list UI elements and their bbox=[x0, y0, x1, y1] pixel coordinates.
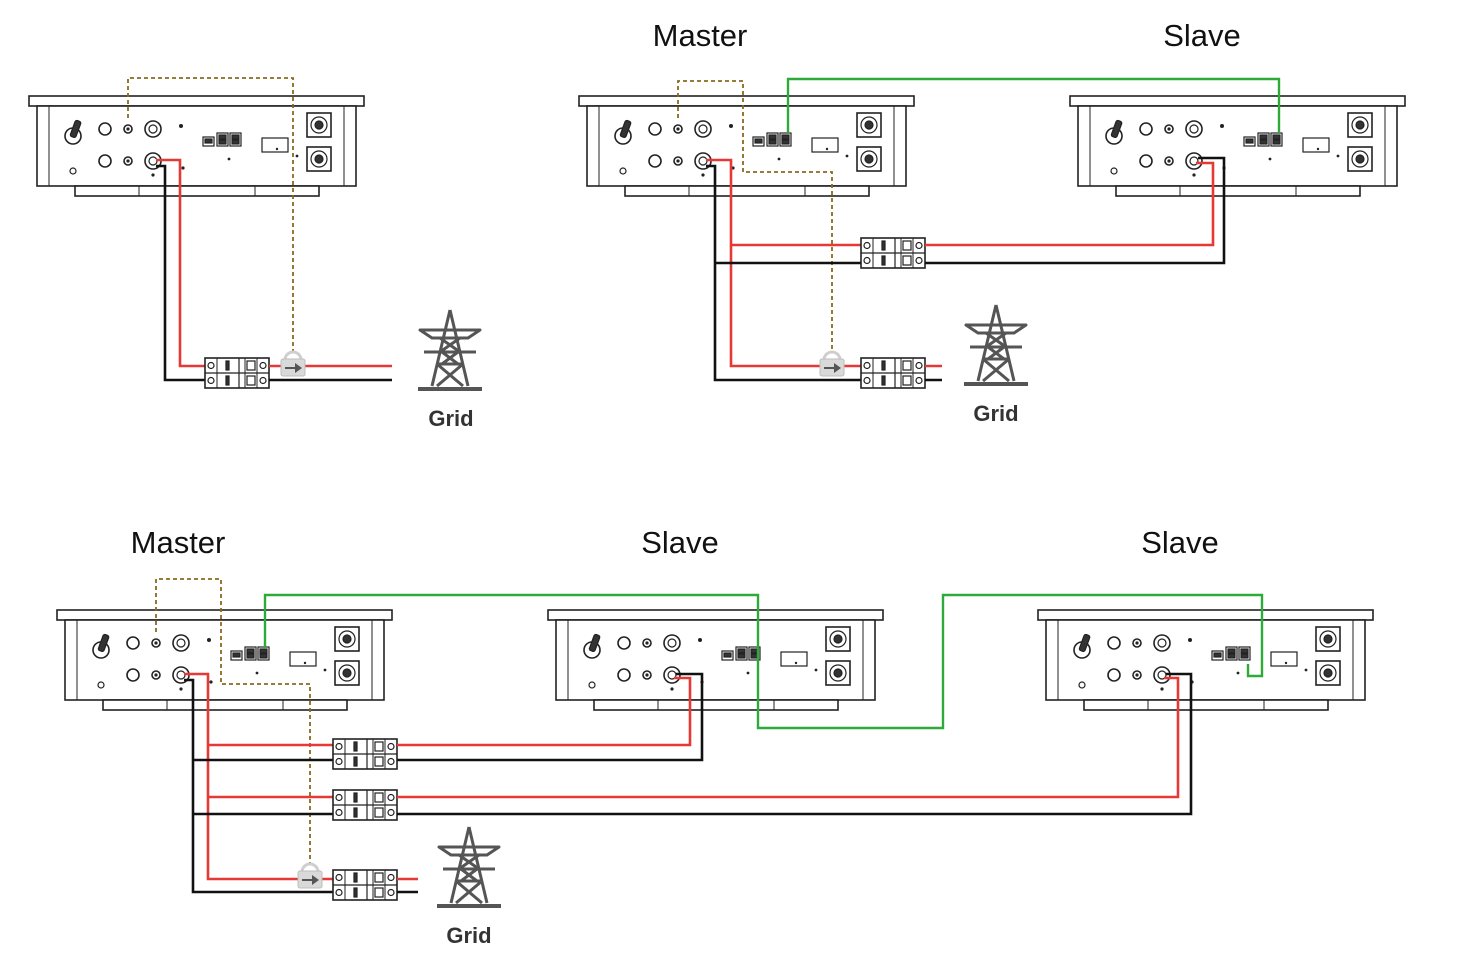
master-inverter-icon bbox=[578, 95, 915, 197]
breaker-icon bbox=[332, 789, 398, 821]
grid-label: Grid bbox=[973, 401, 1018, 426]
slave-label: Slave bbox=[641, 525, 719, 560]
grid-label: Grid bbox=[446, 923, 491, 948]
ct-clamp-icon bbox=[279, 350, 307, 378]
ct-clamp-icon bbox=[296, 862, 324, 890]
transmission-tower-icon bbox=[435, 825, 503, 910]
neutral-wire bbox=[397, 672, 1193, 816]
master-inverter-icon bbox=[56, 609, 393, 711]
diagram-single-inverter: Grid bbox=[28, 77, 484, 431]
breaker-icon bbox=[860, 237, 926, 269]
transmission-tower-icon bbox=[962, 303, 1030, 388]
breaker-icon bbox=[860, 357, 926, 389]
slave-inverter-icon bbox=[547, 609, 884, 711]
slave-label: Slave bbox=[1163, 18, 1241, 53]
breaker-icon bbox=[332, 869, 398, 901]
slave-label: Slave bbox=[1141, 525, 1219, 560]
neutral-wire bbox=[706, 164, 862, 382]
diagram-two-inverters: Master Slave Grid bbox=[578, 18, 1406, 426]
slave-inverter-icon bbox=[1037, 609, 1374, 711]
ct-clamp-icon bbox=[818, 350, 846, 378]
ct-cable bbox=[155, 578, 311, 864]
master-label: Master bbox=[653, 18, 748, 53]
breaker-icon bbox=[332, 738, 398, 770]
inverter-unit-icon bbox=[28, 95, 365, 197]
phase-wire bbox=[397, 676, 692, 747]
neutral-wire bbox=[397, 672, 704, 762]
ct-cable bbox=[677, 80, 833, 350]
phase-wire bbox=[184, 672, 335, 881]
phase-wire bbox=[397, 676, 1180, 799]
slave-inverter-icon bbox=[1069, 95, 1406, 197]
diagram-three-inverters: Master Slave Slave Grid bbox=[56, 525, 1374, 948]
neutral-wire bbox=[156, 164, 206, 382]
comm-cable bbox=[786, 77, 1281, 133]
neutral-wire bbox=[925, 156, 1226, 265]
grid-label: Grid bbox=[428, 406, 473, 431]
ct-cable bbox=[127, 77, 294, 356]
neutral-wire bbox=[184, 678, 335, 894]
comm-cable bbox=[263, 593, 1264, 730]
phase-wire bbox=[925, 161, 1215, 247]
master-label: Master bbox=[131, 525, 226, 560]
phase-wire bbox=[156, 158, 206, 368]
transmission-tower-icon bbox=[416, 308, 484, 393]
breaker-icon bbox=[204, 357, 270, 389]
